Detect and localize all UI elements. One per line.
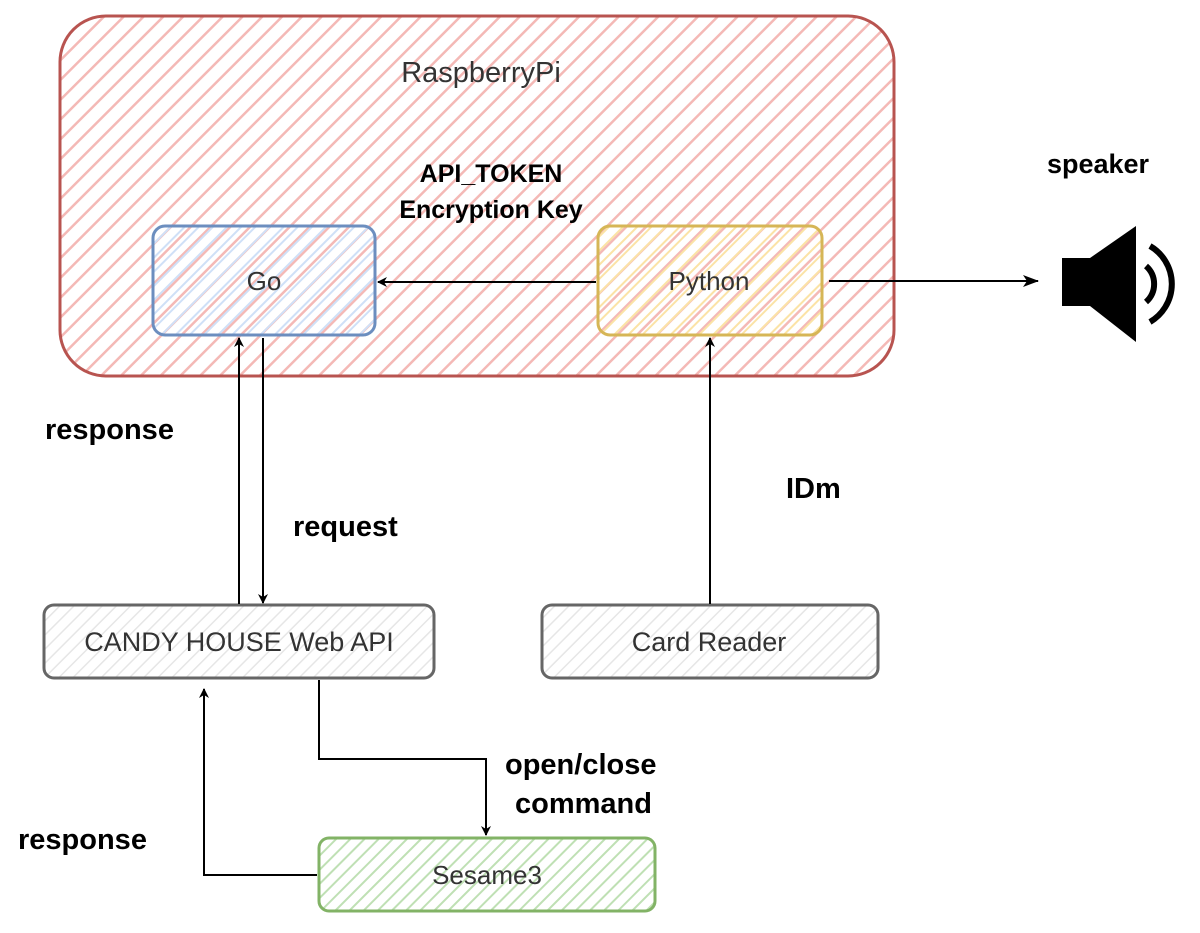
request-label: request [293, 511, 398, 543]
sesame3-label: Sesame3 [432, 860, 542, 890]
card-reader-node: Card Reader [540, 603, 880, 680]
response-sesame-label: response [18, 824, 147, 856]
response-go-label: response [45, 414, 174, 446]
edges [199, 275, 1039, 876]
go-node: Go [151, 224, 377, 337]
candy-house-web-api-label: CANDY HOUSE Web API [84, 627, 394, 657]
candy-house-web-api-node: CANDY HOUSE Web API [42, 603, 436, 680]
idm-label: IDm [786, 473, 841, 505]
raspberrypi-label: RaspberryPi [401, 57, 561, 89]
python-label: Python [669, 266, 750, 296]
encryption-key-label: Encryption Key [399, 196, 582, 224]
api-token-label: API_TOKEN [420, 160, 563, 188]
command-label: command [515, 788, 652, 820]
speaker-icon [1062, 226, 1175, 342]
card-reader-label: Card Reader [632, 627, 787, 657]
open-close-label: open/close [505, 749, 657, 781]
api-to-sesame3-command-arrow [318, 680, 491, 836]
python-node: Python [596, 224, 824, 337]
sesame3-node: Sesame3 [317, 836, 657, 913]
speaker-label: speaker [1047, 149, 1150, 179]
go-label: Go [247, 266, 282, 296]
sesame3-response-to-api-arrow [199, 688, 317, 876]
